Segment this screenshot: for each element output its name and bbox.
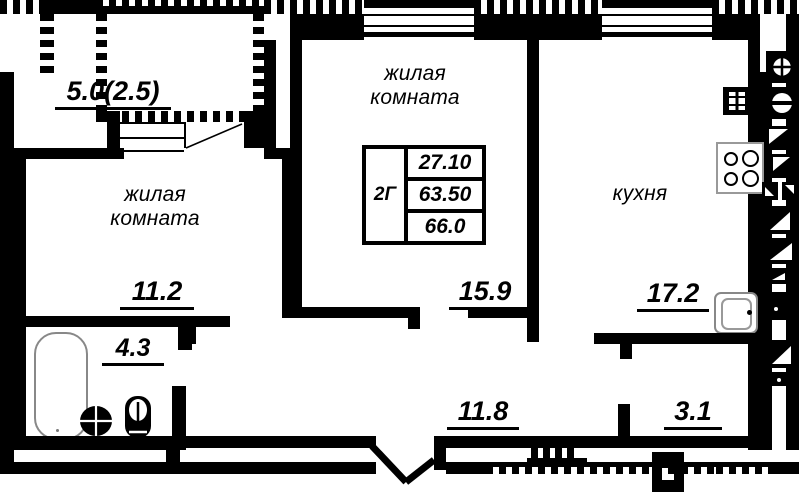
wall-bottom-left-seg bbox=[60, 462, 80, 474]
wall-left-room-right-upper bbox=[264, 40, 276, 148]
radiator-icon bbox=[527, 448, 587, 466]
wall-window-sill-right bbox=[602, 32, 712, 37]
wall-top-balcony-inner bbox=[96, 6, 264, 14]
wall-hall-bottom-left bbox=[26, 436, 376, 448]
wall-left-door-jamb bbox=[178, 316, 192, 350]
bath-area-label: 4.3 bbox=[102, 334, 164, 366]
hatched-wall-balcony-right bbox=[253, 14, 264, 122]
wall-center-room-bottom-right bbox=[468, 307, 528, 318]
stair-step-icon-4 bbox=[782, 182, 798, 200]
hatched-wall-top-balcony bbox=[96, 0, 264, 6]
hatched-wall-top-2 bbox=[264, 0, 364, 14]
wall-bottom-seg-1 bbox=[446, 462, 486, 474]
wall-hall-stub bbox=[166, 448, 180, 470]
center-room-name-line2: комната bbox=[370, 85, 460, 109]
vent-riser-icon-3 bbox=[723, 87, 751, 115]
wall-balcony-post-left bbox=[107, 112, 120, 148]
wall-bottom-cap-2 bbox=[716, 462, 774, 467]
wall-kitchen-counter bbox=[594, 333, 760, 344]
hatched-wall-balcony-bottom bbox=[96, 111, 264, 122]
unit-spec-values: 27.10 63.50 66.0 bbox=[408, 149, 482, 241]
wall-center-room-right bbox=[527, 40, 539, 330]
window-balcony bbox=[120, 122, 184, 152]
left-room-name: жилая комната bbox=[45, 183, 265, 230]
stair-step-icon-8 bbox=[768, 340, 796, 368]
center-room-area-label: 15.9 bbox=[449, 276, 521, 311]
wall-bath-top bbox=[26, 316, 230, 327]
balcony-door-swing-icon bbox=[185, 123, 243, 149]
hatched-wall-top-4 bbox=[712, 0, 799, 14]
left-room-name-line2: комната bbox=[110, 206, 200, 230]
kitchen-name: кухня bbox=[612, 182, 668, 205]
stair-step-icon-5 bbox=[766, 206, 794, 234]
wall-bottom-niche-top bbox=[652, 452, 684, 468]
unit-spec-value-1: 27.10 bbox=[408, 149, 482, 181]
stove-icon bbox=[716, 142, 764, 194]
stair-step-icon-1 bbox=[766, 126, 794, 150]
unit-spec-table: 2Г 27.10 63.50 66.0 bbox=[362, 145, 486, 245]
hatched-wall-balcony-left-outer bbox=[40, 14, 54, 76]
center-room-name-line1: жилая bbox=[384, 62, 446, 85]
storage-area-label: 3.1 bbox=[664, 396, 722, 431]
unit-spec-code: 2Г bbox=[366, 149, 408, 241]
wall-bottom-cap-1 bbox=[486, 462, 726, 467]
riser-icon-3 bbox=[8, 396, 22, 422]
entry-door-swing-icon bbox=[369, 443, 437, 485]
wall-window-sill-center bbox=[364, 32, 474, 37]
riser-icon-2 bbox=[8, 366, 22, 392]
wall-top-seg-b bbox=[474, 14, 602, 40]
stair-step-icon-6 bbox=[766, 238, 796, 264]
left-room-area-label: 11.2 bbox=[120, 276, 194, 311]
unit-spec-value-3: 66.0 bbox=[424, 215, 466, 238]
wall-bottom-seg-2 bbox=[774, 462, 799, 474]
wall-top-window-2-head bbox=[602, 0, 712, 8]
wall-left-room-top-right bbox=[264, 148, 294, 159]
wall-top-1 bbox=[40, 0, 96, 14]
vent-riser-icon-1 bbox=[766, 51, 798, 83]
landing-icon bbox=[758, 292, 788, 320]
wall-hall-bottom-right bbox=[434, 436, 760, 448]
wall-top-seg-c bbox=[712, 14, 760, 40]
wall-center-room-bottom bbox=[290, 307, 420, 318]
wall-left-outer bbox=[0, 72, 14, 450]
wall-entry-bottom-outer bbox=[0, 462, 376, 474]
wall-storage-partition bbox=[618, 404, 630, 440]
hatched-wall-top-left bbox=[0, 0, 40, 14]
balcony-door-hinge bbox=[184, 122, 186, 148]
wall-bath-right bbox=[172, 386, 186, 450]
wall-hall-bottom-jamb bbox=[434, 436, 446, 470]
wall-top-window-1-head bbox=[364, 0, 474, 8]
bathtub-icon bbox=[34, 332, 88, 440]
wall-bottom-niche-bottom bbox=[652, 480, 684, 492]
wall-balcony-post-right bbox=[244, 112, 264, 148]
hatched-wall-balcony-left bbox=[96, 14, 107, 122]
center-room-name: жилая комната bbox=[320, 62, 510, 109]
stair-step-icon-3 bbox=[762, 182, 778, 200]
riser-icon-1 bbox=[8, 344, 22, 362]
sink-icon bbox=[80, 406, 112, 436]
wall-left-room-top bbox=[14, 148, 124, 159]
left-room-name-line1: жилая bbox=[124, 183, 186, 206]
wall-center-room-right-foot bbox=[527, 318, 539, 342]
kitchen-sink-icon bbox=[714, 292, 758, 334]
wall-kitchen-partition-stub bbox=[620, 333, 632, 359]
balcony-area-label: 5.0(2.5) bbox=[55, 76, 171, 111]
wall-center-room-left bbox=[290, 40, 302, 318]
hallway-area-label: 11.8 bbox=[447, 396, 519, 431]
vent-riser-icon-2 bbox=[766, 87, 798, 119]
wall-bottom-left-stub bbox=[0, 450, 14, 474]
stair-step-icon-2 bbox=[770, 154, 796, 178]
stair-step-icon-7 bbox=[768, 268, 790, 284]
kitchen-area-label: 17.2 bbox=[637, 278, 709, 313]
wall-top-seg-a bbox=[290, 14, 364, 40]
stair-step-icon-9 bbox=[764, 372, 786, 386]
wall-center-door-jamb bbox=[408, 307, 420, 329]
hatched-wall-top-3 bbox=[474, 0, 602, 14]
unit-spec-value-2: 63.50 bbox=[408, 181, 482, 213]
toilet-icon bbox=[125, 396, 151, 438]
